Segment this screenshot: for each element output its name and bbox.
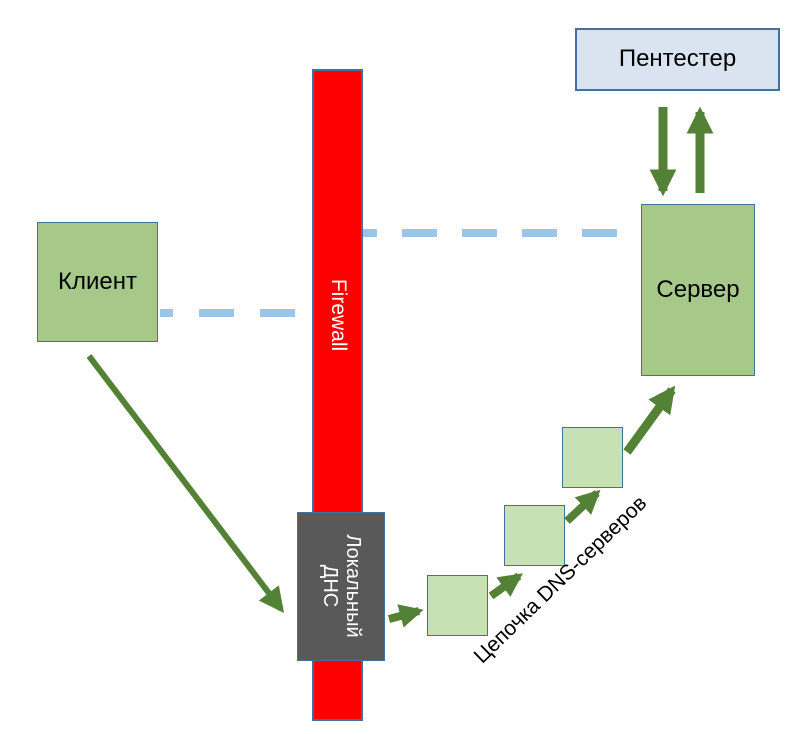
dns-chain-box-3	[562, 427, 623, 488]
firewall-label: Firewall	[327, 278, 350, 352]
arrow-chain-2-to-chain-3	[564, 489, 601, 524]
node-server: Сервер	[641, 204, 755, 376]
dns-chain-box-2	[504, 505, 565, 566]
arrow-client-to-local-dns	[86, 354, 285, 614]
arrow-chain-1-to-chain-2	[488, 572, 523, 600]
local-dns-label: Локальный ДНС	[319, 534, 364, 638]
arrow-local-dns-to-chain-1	[387, 604, 424, 628]
arrow-chain-3-to-server	[623, 385, 676, 455]
client-label: Клиент	[58, 267, 137, 295]
server-label: Сервер	[656, 275, 740, 303]
dns-chain-box-1	[427, 575, 488, 636]
pentester-label: Пентестер	[618, 45, 737, 73]
node-pentester: Пентестер	[575, 28, 780, 91]
node-client: Клиент	[37, 222, 158, 342]
node-local-dns	[297, 512, 385, 661]
